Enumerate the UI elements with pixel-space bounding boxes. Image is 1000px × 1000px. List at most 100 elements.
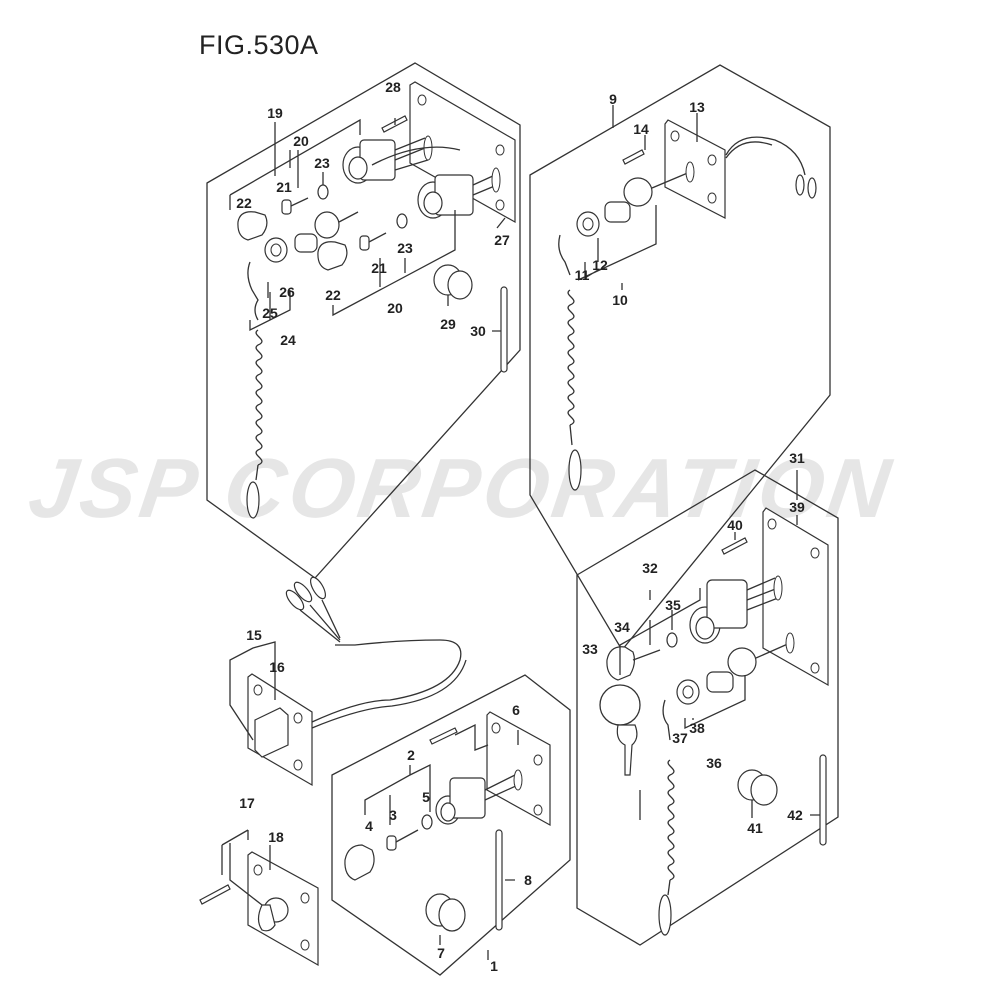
connector [293, 581, 313, 603]
washer [421, 814, 433, 830]
part-label: 31 [789, 450, 805, 466]
part-label: 3 [389, 807, 397, 823]
part-label: 13 [689, 99, 705, 115]
key [359, 232, 387, 251]
coil-cord [658, 759, 675, 936]
part-label: 20 [387, 300, 403, 316]
part-label: 16 [269, 659, 285, 675]
connector [807, 177, 817, 199]
washer [666, 632, 678, 648]
part-label: 12 [592, 257, 608, 273]
key-cover [317, 241, 348, 271]
part-label: 30 [470, 323, 486, 339]
figure-title: FIG.530A [199, 30, 319, 60]
part-label: 25 [262, 305, 278, 321]
plate-hole [417, 94, 427, 106]
part-label: 21 [276, 179, 292, 195]
part-label: 20 [293, 133, 309, 149]
group-17-parts [199, 829, 319, 967]
ignition-switch-lower [417, 167, 501, 219]
part-label: 38 [689, 720, 705, 736]
lanyard-clip [247, 261, 259, 321]
screw [199, 884, 231, 905]
part-label: 4 [365, 818, 373, 834]
ignition-switch-upper [342, 135, 433, 184]
screw [721, 537, 748, 555]
part-label: 1 [490, 958, 498, 974]
cap [737, 769, 778, 806]
part-label: 6 [512, 702, 520, 718]
part-label: 17 [239, 795, 255, 811]
part-label: 36 [706, 755, 722, 771]
key-cover [344, 844, 375, 881]
part-label: 26 [279, 284, 295, 300]
rocker-switch [254, 707, 289, 758]
ignition-switch [689, 575, 783, 644]
part-label: 22 [236, 195, 252, 211]
part-label: 10 [612, 292, 628, 308]
group-31-parts [599, 470, 829, 936]
washer [396, 213, 408, 229]
stop-switch [706, 632, 795, 693]
part-label: 8 [524, 872, 532, 888]
cable-tie [819, 754, 827, 846]
coil-cord [246, 329, 263, 519]
part-label: 35 [665, 597, 681, 613]
part-label: 15 [246, 627, 262, 643]
part-label: 40 [727, 517, 743, 533]
washer [317, 184, 329, 200]
snap-hook [568, 449, 582, 491]
part-label: 33 [582, 641, 598, 657]
part-label: 21 [371, 260, 387, 276]
part-label: 28 [385, 79, 401, 95]
plate-hole [495, 199, 505, 211]
group-15-parts [229, 576, 467, 787]
snap-hook [658, 894, 672, 936]
key [386, 829, 419, 851]
group-31-frame [576, 469, 839, 946]
cable-tie [495, 829, 503, 931]
cap [425, 893, 466, 932]
key [281, 197, 309, 215]
part-label: 42 [787, 807, 803, 823]
mounting-plate [762, 507, 829, 687]
stop-switch [604, 161, 695, 223]
group-19-parts [229, 81, 516, 519]
part-label: 7 [437, 945, 445, 961]
group-9-frame [529, 64, 831, 652]
part-label: 39 [789, 499, 805, 515]
group-1-frame [331, 674, 571, 976]
connector [310, 576, 326, 600]
key-with-ring [599, 646, 661, 776]
group-9-parts [558, 105, 817, 491]
screw [622, 149, 645, 165]
mounting-plate [486, 711, 551, 827]
part-label: 23 [314, 155, 330, 171]
part-label: 18 [268, 829, 284, 845]
key-cover [237, 211, 268, 241]
part-label: 29 [440, 316, 456, 332]
cable-tie [500, 286, 508, 373]
part-label: 19 [267, 105, 283, 121]
cap [433, 264, 473, 300]
part-label: 9 [609, 91, 617, 107]
stop-switch [294, 211, 359, 253]
screw [429, 727, 458, 745]
part-label: 34 [614, 619, 630, 635]
connector [795, 174, 805, 196]
part-label: 32 [642, 560, 658, 576]
part-label: 23 [397, 240, 413, 256]
group-1-parts [344, 711, 551, 960]
coil-cord [567, 289, 582, 491]
snap-hook [246, 481, 260, 519]
part-labels: 19 20 23 21 22 28 27 23 21 26 22 20 25 2… [236, 79, 805, 974]
part-label: 41 [747, 820, 763, 836]
part-label: 24 [280, 332, 296, 348]
connector [285, 589, 305, 611]
part-label: 5 [422, 789, 430, 805]
part-label: 22 [325, 287, 341, 303]
part-label: 14 [633, 121, 649, 137]
ignition-switch [435, 769, 523, 825]
